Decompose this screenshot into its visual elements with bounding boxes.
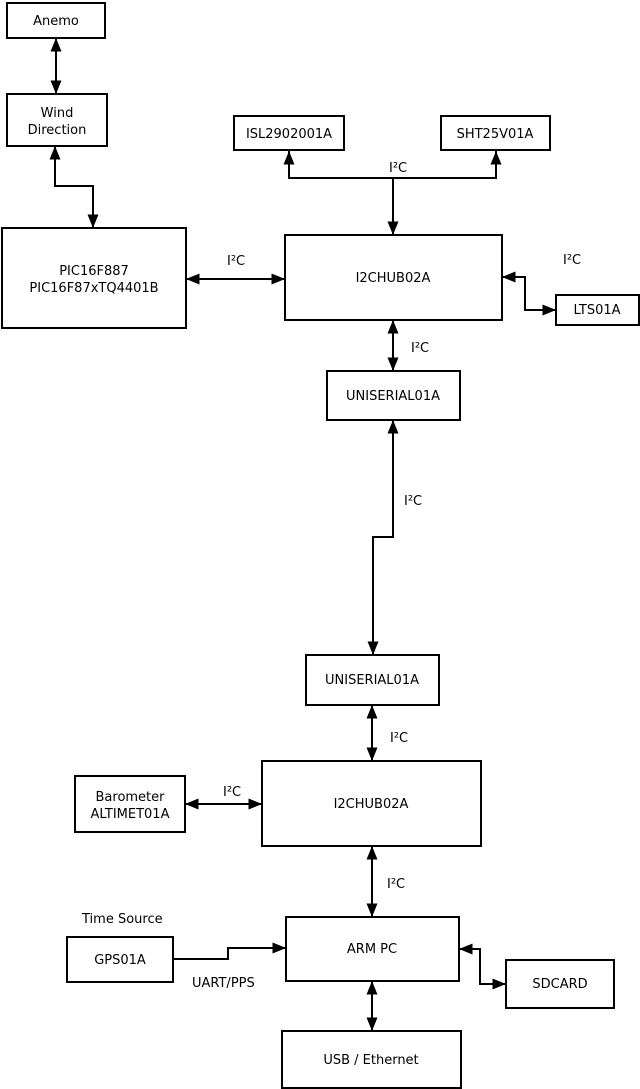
uniserial-1-label: UNISERIAL01A bbox=[346, 389, 440, 404]
node-i2c-hub-2: I2CHUB02A bbox=[261, 760, 482, 847]
gps-box bbox=[66, 936, 174, 983]
uniserial-2-label: UNISERIAL01A bbox=[325, 673, 419, 688]
edge-armpc-sdcard bbox=[459, 943, 506, 990]
node-barometer: Barometer ALTIMET01A bbox=[74, 775, 186, 833]
node-uniserial-2: UNISERIAL01A bbox=[305, 654, 440, 706]
node-sdcard: SDCARD bbox=[505, 959, 615, 1009]
isl-box bbox=[233, 115, 345, 151]
edge-winddirection-pic bbox=[49, 146, 99, 228]
i2c-label-hub1-uniserial1: I²C bbox=[411, 341, 429, 356]
node-anemo: Anemo bbox=[6, 2, 106, 39]
usb-ethernet-box bbox=[281, 1030, 462, 1089]
node-sht: SHT25V01A bbox=[440, 115, 551, 151]
uniserial-1-box bbox=[326, 370, 461, 421]
connections bbox=[49, 38, 556, 1031]
i2c-hub-1-label: I2CHUB02A bbox=[356, 271, 431, 286]
lts-label: LTS01A bbox=[573, 303, 620, 318]
wind-direction-label-line2: Direction bbox=[28, 123, 87, 138]
uniserial-2-box bbox=[305, 654, 440, 706]
time-source-label: Time Source bbox=[81, 912, 163, 927]
node-pic: PIC16F887 PIC16F87xTQ4401B bbox=[1, 227, 187, 329]
node-i2c-hub-1: I2CHUB02A bbox=[284, 234, 503, 321]
edge-labels: I²C I²C I²C I²C I²C I²C I²C I²C Time Sou… bbox=[81, 161, 581, 991]
i2c-label-hub2-armpc: I²C bbox=[387, 877, 405, 892]
node-usb-ethernet: USB / Ethernet bbox=[281, 1030, 462, 1089]
i2c-label-hub1-lts: I²C bbox=[563, 253, 581, 268]
node-isl: ISL2902001A bbox=[233, 115, 345, 151]
i2c-hub-2-label: I2CHUB02A bbox=[334, 797, 409, 812]
pic-label-line1: PIC16F887 bbox=[59, 264, 129, 279]
arm-pc-box bbox=[285, 916, 460, 982]
barometer-label-line2: ALTIMET01A bbox=[91, 807, 170, 822]
anemo-label: Anemo bbox=[33, 14, 79, 29]
uart-pps-label: UART/PPS bbox=[192, 976, 255, 991]
edge-gps-armpc bbox=[173, 942, 286, 960]
i2c-label-pic-hub1: I²C bbox=[227, 254, 245, 269]
node-wind-direction: Wind Direction bbox=[6, 93, 108, 147]
barometer-label-line1: Barometer bbox=[96, 790, 166, 805]
node-lts: LTS01A bbox=[555, 294, 640, 326]
node-uniserial-1: UNISERIAL01A bbox=[326, 370, 461, 421]
anemo-box bbox=[6, 2, 106, 39]
i2c-hub-1-box bbox=[284, 234, 503, 321]
i2c-label-uniserial2-hub2: I²C bbox=[390, 731, 408, 746]
pic-box bbox=[1, 227, 187, 329]
sdcard-label: SDCARD bbox=[532, 977, 587, 992]
wind-direction-label-line1: Wind bbox=[41, 106, 74, 121]
node-arm-pc: ARM PC bbox=[285, 916, 460, 982]
i2c-label-barometer-hub2: I²C bbox=[223, 785, 241, 800]
sht-box bbox=[440, 115, 551, 151]
isl-label: ISL2902001A bbox=[246, 127, 332, 142]
i2c-label-branch-top: I²C bbox=[389, 161, 407, 176]
usb-ethernet-label: USB / Ethernet bbox=[323, 1053, 418, 1068]
sdcard-box bbox=[505, 959, 615, 1009]
barometer-box bbox=[74, 775, 186, 833]
sht-label: SHT25V01A bbox=[457, 127, 534, 142]
wind-direction-box bbox=[6, 93, 108, 147]
lts-box bbox=[555, 294, 640, 326]
node-gps: GPS01A bbox=[66, 936, 174, 983]
edge-i2chub1-lts bbox=[502, 271, 556, 316]
pic-label-line2: PIC16F87xTQ4401B bbox=[29, 281, 158, 296]
gps-label: GPS01A bbox=[94, 953, 146, 968]
i2c-hub-2-box bbox=[261, 760, 482, 847]
edge-uniserial1-uniserial2 bbox=[367, 420, 399, 655]
arm-pc-label: ARM PC bbox=[347, 942, 397, 957]
i2c-label-uniserial1-uniserial2: I²C bbox=[404, 494, 422, 509]
